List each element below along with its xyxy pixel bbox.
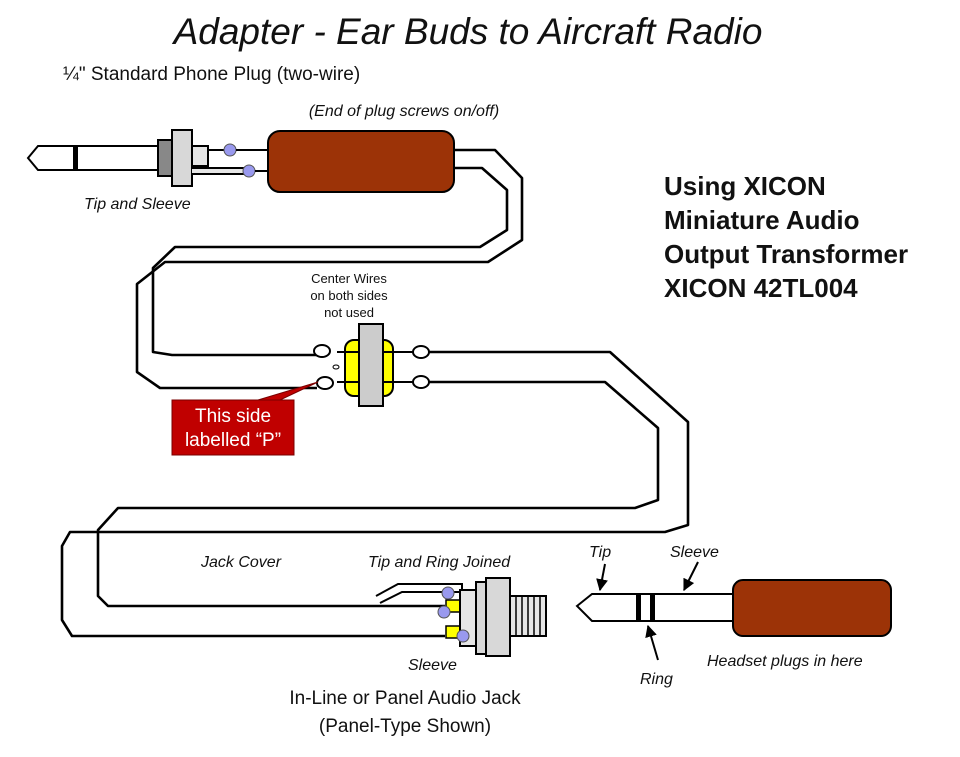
solder-point-tip xyxy=(223,143,237,157)
jack-nut xyxy=(485,577,511,657)
plug-tip xyxy=(26,145,161,171)
cable-right-upper-wire xyxy=(60,350,690,638)
jack-lug-tip xyxy=(375,583,463,604)
svg-text:In-Line or Panel Audio Jack: In-Line or Panel Audio Jack xyxy=(289,688,521,709)
plug-body xyxy=(267,130,455,193)
headset-plug-body xyxy=(732,579,892,637)
plug-tip-band xyxy=(73,146,78,170)
plug-cap-note: (End of plug screws on/off) xyxy=(309,103,499,120)
headset-note: Headset plugs in here xyxy=(707,653,863,670)
ring-label: Ring xyxy=(640,671,673,688)
tip-and-sleeve-label: Tip and Sleeve xyxy=(84,196,191,213)
headset-arrows xyxy=(596,561,699,661)
plug-shoulder xyxy=(157,139,173,177)
lead-center-left xyxy=(332,364,340,370)
headset-plug-band-tip xyxy=(636,594,641,621)
plug-collar xyxy=(191,145,209,167)
svg-text:labelled “P”: labelled “P” xyxy=(185,430,281,451)
svg-text:Center Wires: Center Wires xyxy=(311,271,387,286)
svg-text:not used: not used xyxy=(324,305,374,320)
jack-solder-sleeve xyxy=(456,629,470,643)
lead-right-top xyxy=(412,345,430,359)
svg-text:This side: This side xyxy=(195,406,271,427)
cable-inner-wire xyxy=(151,166,509,357)
svg-text:Miniature Audio: Miniature Audio xyxy=(664,205,859,235)
headset-plug-band-ring xyxy=(650,594,655,621)
phone-plug-top xyxy=(26,129,455,193)
center-wires-note: Center Wires on both sides not used xyxy=(310,271,388,320)
svg-text:(Panel-Type Shown): (Panel-Type Shown) xyxy=(319,716,491,737)
svg-text:Output Transformer: Output Transformer xyxy=(664,239,908,269)
solder-point-sleeve xyxy=(242,164,256,178)
jack-solder-tip xyxy=(441,586,455,600)
transformer-core xyxy=(358,323,384,407)
lead-left-bottom xyxy=(316,376,334,390)
sleeve-label: Sleeve xyxy=(670,544,719,561)
jack-body xyxy=(475,581,487,655)
jack-sleeve-label: Sleeve xyxy=(408,657,457,674)
lead-left-top xyxy=(313,344,331,358)
tip-label: Tip xyxy=(589,544,611,561)
ring-arrow xyxy=(645,624,659,661)
transformer xyxy=(313,323,430,407)
plug-heading: ¼" Standard Phone Plug (two-wire) xyxy=(63,64,360,85)
audio-jack xyxy=(375,577,547,657)
diagram-title: Adapter - Ear Buds to Aircraft Radio xyxy=(172,11,763,52)
headset-plug-shaft xyxy=(575,593,743,622)
tip-ring-joined-label: Tip and Ring Joined xyxy=(368,554,511,571)
jack-caption: In-Line or Panel Audio Jack (Panel-Type … xyxy=(289,688,521,737)
cable-right-lower-wire xyxy=(96,380,660,608)
svg-text:on both sides: on both sides xyxy=(310,288,388,303)
plug-nut xyxy=(171,129,193,187)
sleeve-arrow xyxy=(683,561,699,592)
cable-outer-wire xyxy=(135,148,524,390)
headset-plug xyxy=(575,579,892,637)
jack-solder-ring xyxy=(437,605,451,619)
jack-cover-label: Jack Cover xyxy=(200,554,282,571)
svg-text:Using XICON: Using XICON xyxy=(664,171,826,201)
plug-lug-sleeve xyxy=(192,167,249,175)
lead-right-bottom xyxy=(412,375,430,389)
cable xyxy=(60,148,690,638)
tip-arrow xyxy=(596,563,608,592)
transformer-note: Using XICON Miniature Audio Output Trans… xyxy=(664,171,908,303)
primary-side-callout: This side labelled “P” xyxy=(171,381,319,456)
svg-text:XICON 42TL004: XICON 42TL004 xyxy=(664,273,858,303)
